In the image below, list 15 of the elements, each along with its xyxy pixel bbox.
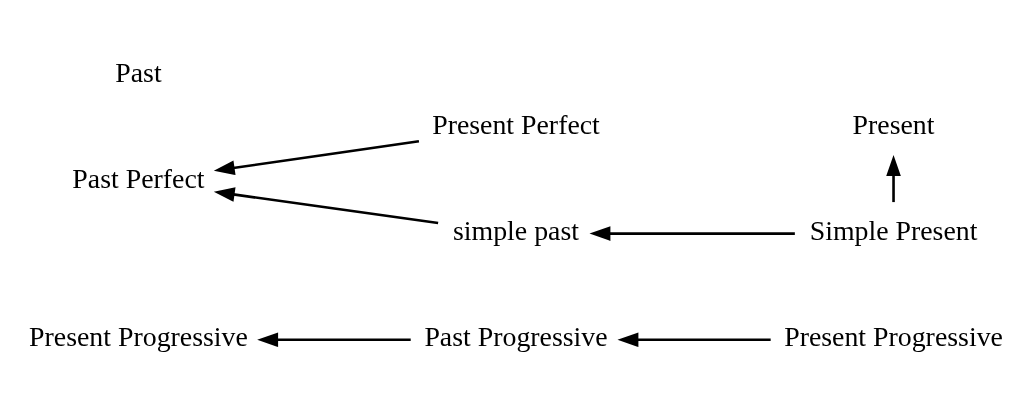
- node-text: Present: [852, 109, 935, 141]
- node-text: simple past: [453, 215, 579, 247]
- node-text: Past Progressive: [424, 321, 608, 353]
- arrow: [213, 139, 420, 176]
- node-text: Present Progressive: [784, 321, 1003, 353]
- node-text: Past: [115, 56, 162, 88]
- arrow: [617, 332, 771, 348]
- node-text: Present Progressive: [29, 321, 248, 353]
- arrow: [213, 187, 439, 225]
- node-text: Past Perfect: [72, 163, 205, 195]
- node-text: Present Perfect: [432, 109, 600, 141]
- arrow: [257, 332, 411, 348]
- node-text: Simple Present: [809, 215, 978, 247]
- arrow: [589, 226, 795, 241]
- arrow: [886, 155, 901, 203]
